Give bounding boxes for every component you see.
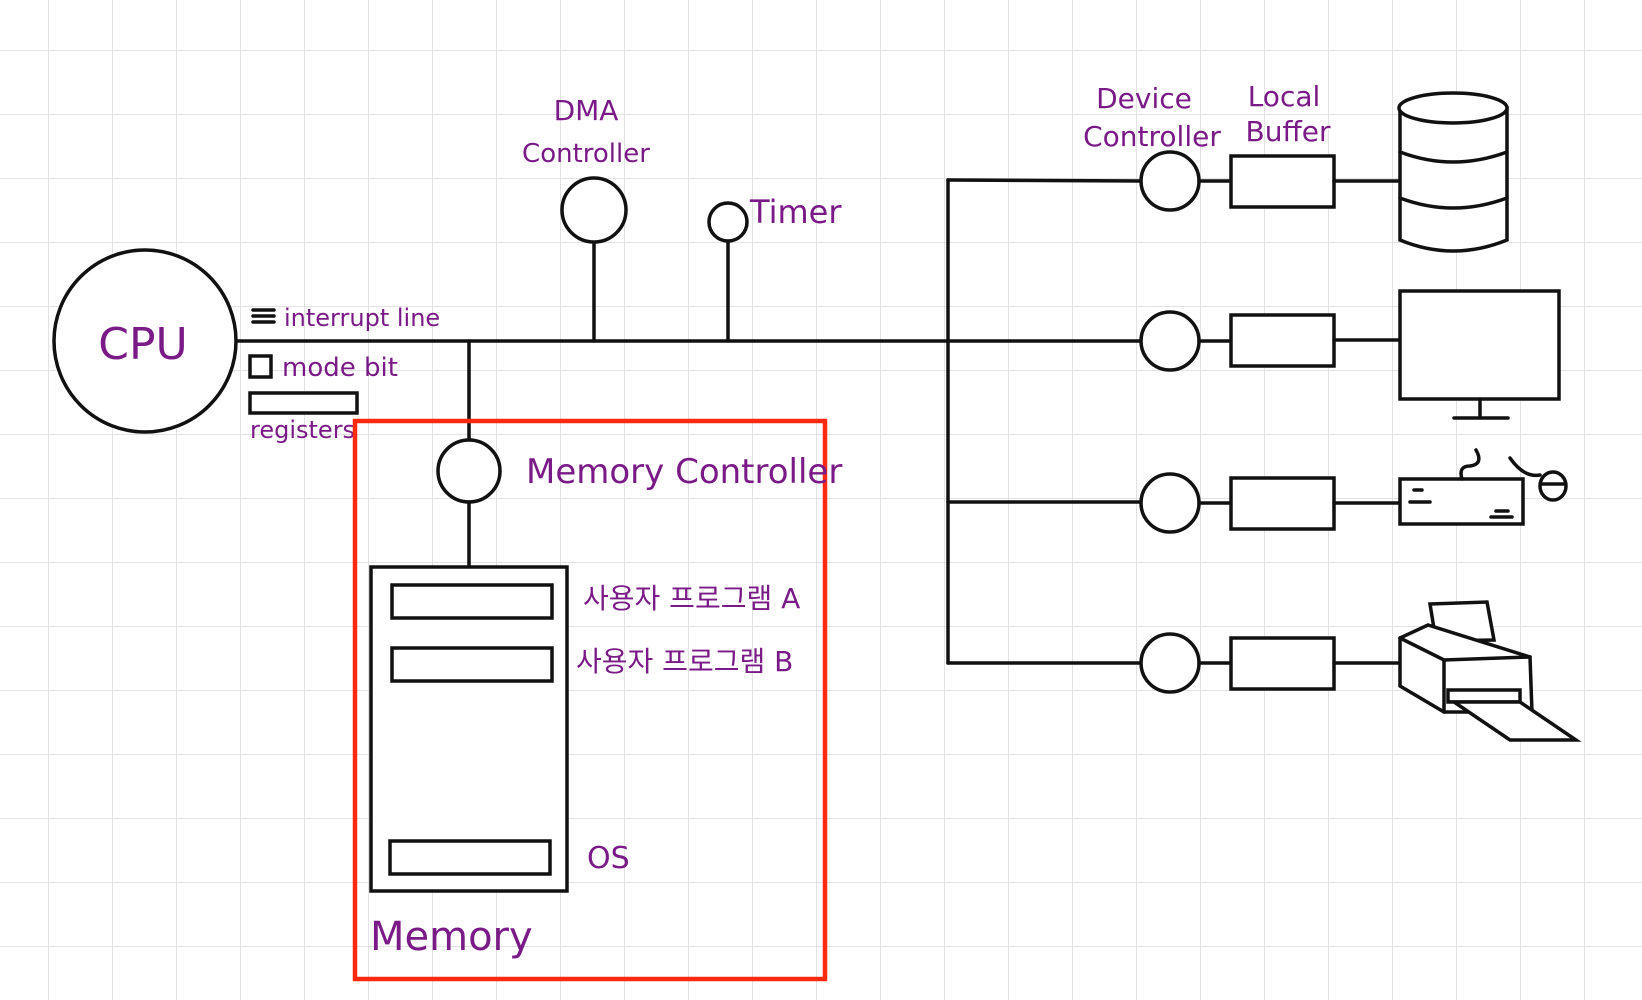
memory-controller-circle: [436, 438, 502, 504]
monitor-icon: [1398, 289, 1561, 420]
os-label: OS: [587, 841, 630, 876]
device-controller-circle: [1139, 472, 1201, 534]
timer-circle: [707, 201, 749, 243]
device-row-3: [1139, 472, 1402, 534]
device-controller-label-line1: Device: [1096, 82, 1192, 115]
cpu-circle: [52, 248, 238, 434]
disk-icon: [1397, 91, 1509, 253]
dma-label-line1: DMA: [554, 94, 619, 127]
device-controller-circle: [1139, 150, 1201, 212]
program-a-label: 사용자 프로그램 A: [583, 582, 800, 615]
device-row-2: [1139, 310, 1402, 372]
printer-icon: [1398, 600, 1582, 742]
program-b-slot: [390, 646, 554, 683]
interrupt-line-label: interrupt line: [284, 304, 440, 332]
device-controller-label-line2: Controller: [1083, 120, 1221, 153]
os-slot: [388, 839, 552, 876]
memory-highlight-box: [352, 418, 828, 982]
device-controller-circle: [1139, 310, 1201, 372]
timer-label: Timer: [749, 193, 842, 231]
local-buffer-box: [1229, 154, 1336, 209]
memory-block: [369, 565, 569, 893]
local-buffer-box: [1229, 636, 1336, 691]
memory-controller-label: Memory Controller: [526, 452, 842, 492]
dma-label-line2: Controller: [522, 139, 650, 169]
device-row-4: [1139, 632, 1402, 694]
registers-box: [248, 391, 359, 415]
cpu-label: CPU: [98, 319, 187, 370]
local-buffer-box: [1229, 313, 1336, 368]
device-controller-circle: [1139, 632, 1201, 694]
local-buffer-box: [1229, 476, 1336, 531]
device-row-1: [1139, 150, 1402, 212]
keyboard-mouse-icon: [1398, 448, 1568, 526]
registers-label: registers: [250, 416, 355, 444]
triple-bar-icon: [251, 308, 276, 324]
square-checkbox-icon: [248, 354, 273, 379]
local-buffer-label-line1: Local: [1248, 80, 1321, 113]
program-b-label: 사용자 프로그램 B: [576, 645, 793, 678]
program-a-slot: [390, 583, 554, 620]
local-buffer-label-line2: Buffer: [1246, 115, 1331, 148]
device-branch-1: [946, 178, 1147, 183]
mode-bit-label: mode bit: [282, 353, 398, 383]
dma-controller-circle: [560, 176, 628, 244]
memory-label: Memory: [370, 914, 533, 960]
